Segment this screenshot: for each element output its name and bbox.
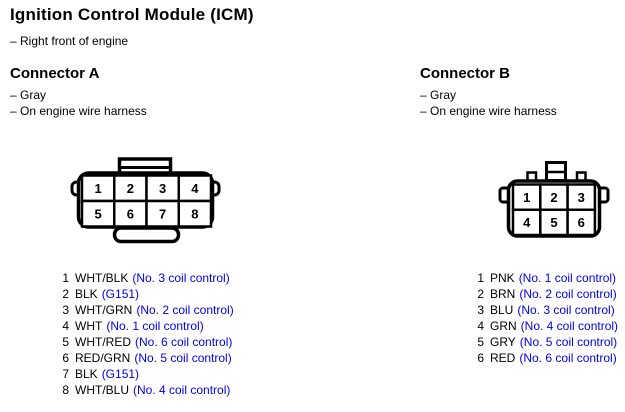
pin-row: 6 RED(No. 6 coil control)	[475, 350, 618, 366]
wire-color: RED	[490, 351, 516, 365]
pin-row: 4 GRN(No. 4 coil control)	[475, 318, 618, 334]
pin-function-link[interactable]: (No. 1 coil control)	[518, 271, 617, 285]
connector-b-heading: Connector B	[420, 65, 510, 82]
pin-row: 3 BLU(No. 3 coil control)	[475, 302, 618, 318]
wire-color: BLU	[490, 303, 514, 317]
connector-a-notes: – Gray – On engine wire harness	[10, 87, 147, 119]
pin-number: 4	[477, 319, 484, 333]
page-title: Ignition Control Module (ICM)	[10, 5, 254, 24]
pin-function-link[interactable]: (No. 3 coil control)	[132, 271, 230, 285]
cavity-number: 3	[159, 181, 166, 196]
pin-function-link[interactable]: (No. 4 coil control)	[520, 319, 619, 333]
wire-color: WHT/BLK	[75, 271, 129, 285]
wire-color: GRY	[490, 335, 516, 349]
pin-row: 6 RED/GRN(No. 5 coil control)	[60, 350, 234, 366]
pin-function-link[interactable]: (No. 5 coil control)	[519, 335, 618, 349]
wire-color: RED/GRN	[75, 351, 131, 365]
pin-cavity	[511, 208, 542, 237]
pin-row: 4 WHT(No. 1 coil control)	[60, 318, 234, 334]
cavity-number: 5	[550, 215, 557, 230]
connector-a-location-note: – On engine wire harness	[10, 104, 147, 118]
pin-number: 5	[477, 335, 484, 349]
cavity-number: 7	[159, 207, 166, 222]
wire-color: PNK	[490, 271, 515, 285]
wire-color: GRN	[490, 319, 517, 333]
wire-color: WHT/BLU	[75, 383, 129, 397]
connector-a-color-note: – Gray	[10, 88, 47, 102]
pin-row: 5 GRY(No. 5 coil control)	[475, 334, 618, 350]
cavity-number: 6	[127, 207, 134, 222]
cavity-number: 6	[578, 215, 585, 230]
pin-cavity	[145, 199, 180, 228]
cavity-number: 1	[523, 190, 530, 205]
pin-number: 6	[62, 351, 69, 365]
pin-cavity	[113, 199, 148, 228]
pin-function-link[interactable]: (G151)	[101, 367, 140, 381]
pin-number: 4	[62, 319, 69, 333]
connector-a-heading: Connector A	[10, 65, 100, 82]
pin-number: 3	[62, 303, 69, 317]
pin-row: 7 BLK(G151)	[60, 366, 234, 382]
connector-a-diagram: 1 2 3 4 5 6 7 8	[70, 157, 221, 244]
pin-function-link[interactable]: (No. 3 coil control)	[517, 303, 615, 317]
pin-row: 1 PNK(No. 1 coil control)	[475, 270, 618, 286]
pin-number: 8	[62, 383, 69, 397]
cavity-number: 2	[550, 190, 557, 205]
pin-function-link[interactable]: (G151)	[101, 287, 140, 301]
pin-function-link[interactable]: (No. 4 coil control)	[133, 383, 231, 397]
connector-a-cavity-grid: 1 2 3 4 5 6 7 8	[80, 174, 213, 228]
connector-b-color-note: – Gray	[420, 88, 457, 102]
pin-number: 1	[62, 271, 69, 285]
connector-a-latch-icon	[117, 157, 173, 176]
wire-color: WHT/RED	[75, 335, 131, 349]
wire-color: BRN	[490, 287, 516, 301]
pin-function-link[interactable]: (No. 6 coil control)	[519, 351, 617, 365]
pin-row: 8 WHT/BLU (No. 4 coil control)	[60, 382, 234, 398]
cavity-number: 1	[94, 181, 101, 196]
wire-color: WHT/GRN	[75, 303, 133, 317]
wire-color: BLK	[75, 287, 98, 301]
pin-row: 2 BLK(G151)	[60, 286, 234, 302]
pin-function-link[interactable]: (No. 5 coil control)	[134, 351, 232, 365]
pin-cavity	[566, 208, 597, 237]
pin-row: 5 WHT/RED (No. 6 coil control)	[60, 334, 234, 350]
pin-number: 6	[477, 351, 484, 365]
pin-number: 2	[62, 287, 69, 301]
pin-cavity	[539, 208, 569, 237]
pin-number: 2	[477, 287, 484, 301]
pin-number: 1	[477, 271, 484, 285]
connector-b-latch-icon	[545, 161, 567, 182]
pin-row: 1 WHT/BLK(No. 3 coil control)	[60, 270, 234, 286]
connector-b-location-note: – On engine wire harness	[420, 104, 557, 118]
cavity-number: 2	[127, 181, 134, 196]
connector-b-notes: – Gray – On engine wire harness	[420, 87, 557, 119]
module-location-note: – Right front of engine	[10, 34, 129, 48]
pin-function-link[interactable]: (No. 2 coil control)	[519, 287, 617, 301]
pin-row: 2 BRN(No. 2 coil control)	[475, 286, 618, 302]
pin-function-link[interactable]: (No. 6 coil control)	[135, 335, 233, 349]
wire-color: BLK	[75, 367, 98, 381]
wire-color: WHT	[75, 319, 103, 333]
connector-b-pin-list: 1 PNK(No. 1 coil control) 2 BRN(No. 2 coil…	[475, 270, 618, 366]
connector-a-bottom-tab-icon	[112, 226, 181, 244]
pin-number: 7	[62, 367, 69, 381]
pin-cavity	[80, 199, 116, 228]
pin-cavity	[177, 199, 213, 228]
pin-number: 3	[477, 303, 484, 317]
pin-function-link[interactable]: (No. 2 coil control)	[136, 303, 234, 317]
pin-function-link[interactable]: (No. 1 coil control)	[106, 319, 204, 333]
connector-b-diagram: 1 2 3 4 5 6	[498, 161, 610, 238]
cavity-number: 3	[578, 190, 585, 205]
cavity-number: 5	[94, 207, 101, 222]
pin-row: 3 WHT/GRN(No. 2 coil control)	[60, 302, 234, 318]
cavity-number: 8	[191, 207, 198, 222]
cavity-number: 4	[191, 181, 199, 196]
cavity-number: 4	[523, 215, 531, 230]
pin-number: 5	[62, 335, 69, 349]
connector-b-cavity-grid: 1 2 3 4 5 6	[511, 183, 597, 237]
